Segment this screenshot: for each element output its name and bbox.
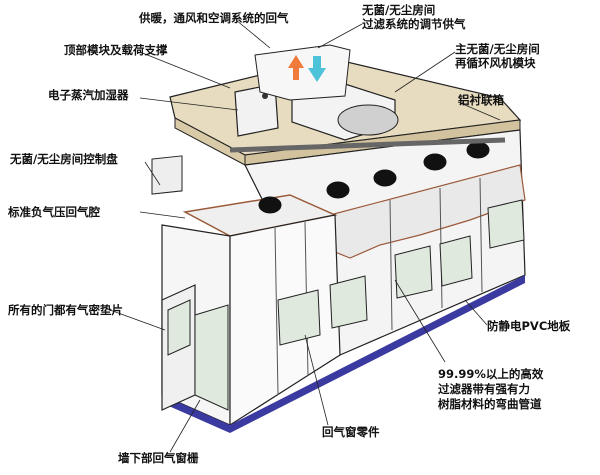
label-supply-exhaust: 供暖，通风和空调系统的回气 <box>139 11 289 25</box>
label-hepa-1: 99.99%以上的高效 <box>438 367 544 381</box>
floor-strip <box>162 395 230 433</box>
label-main-fan-1: 主无菌/无尘房间 <box>455 42 540 56</box>
main-duct <box>229 137 506 153</box>
door-window <box>167 299 191 356</box>
label-top-module: 顶部模块及载荷支撑 <box>64 43 168 57</box>
label-pvc-floor: 防静电PVC地板 <box>487 319 571 333</box>
label-main-fan-2: 再循环风机模块 <box>455 56 536 70</box>
label-humidifier: 电子蒸汽加湿器 <box>48 88 129 102</box>
label-hepa-2: 过滤器带有强有力 <box>438 382 530 396</box>
label-return-window: 回气窗零件 <box>322 425 380 439</box>
door-opening <box>194 304 229 411</box>
label-sterile-supply-2: 过滤系统的调节供气 <box>362 17 466 31</box>
fan-housing <box>337 104 399 136</box>
leader-lines <box>109 19 501 453</box>
control-panel-box <box>151 155 183 195</box>
filter-ducts <box>258 141 490 214</box>
label-hepa-3: 树脂材料的弯曲管道 <box>438 397 542 411</box>
label-control-panel: 无菌/无尘房间控制盘 <box>10 152 118 166</box>
floor-strip-right <box>230 275 525 433</box>
label-return-cavity: 标准负气压回气腔 <box>8 205 100 219</box>
label-lower-return: 墙下部回气窗栅 <box>118 451 199 465</box>
label-aluminum-box: 铝衬联箱 <box>458 93 504 107</box>
label-sterile-supply-1: 无菌/无尘房间 <box>362 3 436 17</box>
supply-duct <box>254 44 351 101</box>
exhaust-arrow <box>288 55 304 80</box>
label-door-seal: 所有的门都有气密垫片 <box>8 303 123 317</box>
wall-windows <box>277 199 525 346</box>
supply-arrow <box>308 56 326 82</box>
